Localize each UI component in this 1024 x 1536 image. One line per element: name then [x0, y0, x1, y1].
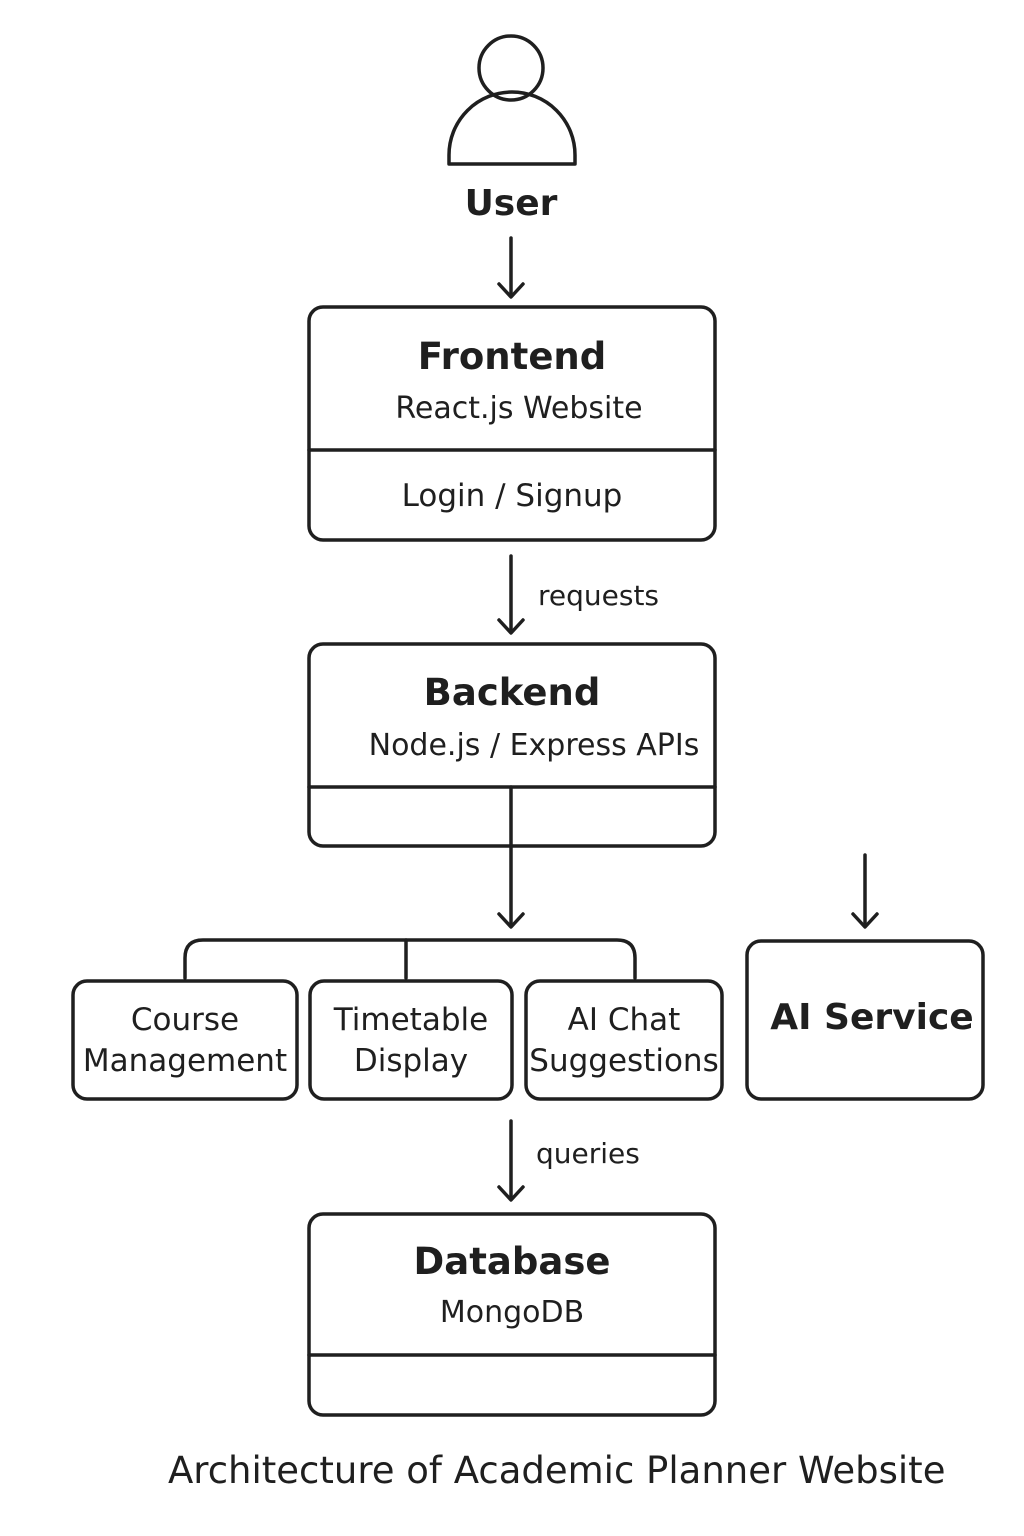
ai-service-box: [745, 939, 985, 1101]
user-icon: [447, 34, 577, 166]
requests-label: requests: [538, 579, 660, 612]
user-label: User: [464, 183, 558, 224]
frontend-title: Frontend: [417, 335, 607, 378]
timetable-display-label: Timetable Display: [333, 1002, 489, 1079]
frontend-subtitle: React.js Website: [395, 391, 643, 426]
arrow-user-to-frontend: [497, 236, 525, 299]
database-box: [307, 1212, 717, 1417]
arrow-into-ai-service: [851, 853, 879, 929]
arrow-backend-to-modules: [497, 785, 525, 929]
timetable-display-box: [308, 979, 514, 1101]
database-subtitle: MongoDB: [439, 1295, 585, 1330]
ai-service-label: AI Service: [770, 997, 974, 1038]
course-management-label: Course Management: [82, 1002, 288, 1079]
queries-label: queries: [536, 1137, 640, 1170]
course-management-box: [71, 979, 299, 1101]
database-title: Database: [413, 1240, 611, 1283]
ai-chat-suggestions-box: [524, 979, 724, 1101]
module-branch-connector: [183, 938, 637, 980]
ai-chat-suggestions-label: AI Chat Suggestions: [529, 1002, 719, 1079]
backend-subtitle: Node.js / Express APIs: [368, 728, 700, 763]
diagram-caption: Architecture of Academic Planner Website: [168, 1449, 946, 1492]
frontend-box: [307, 305, 717, 542]
backend-title: Backend: [423, 671, 601, 714]
arrow-modules-to-database: [497, 1119, 525, 1202]
arrow-frontend-to-backend: [497, 554, 525, 635]
frontend-login-signup: Login / Signup: [401, 478, 623, 514]
